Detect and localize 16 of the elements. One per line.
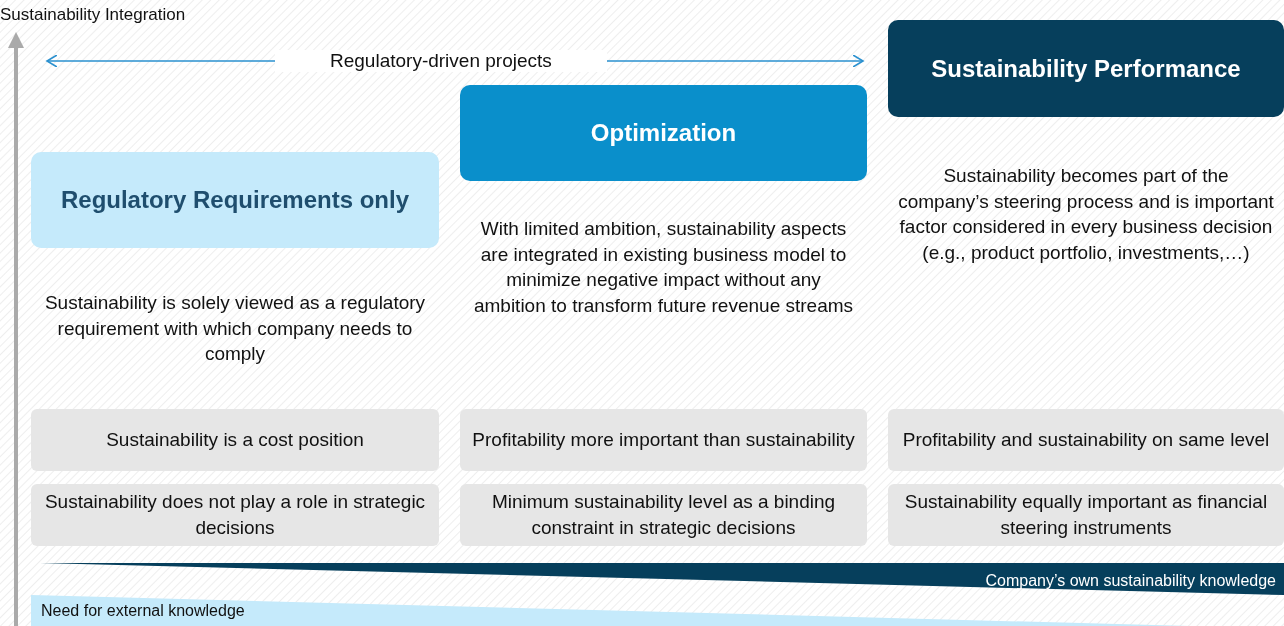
description-text: With limited ambition, sustainability aspects are integrated in existing business model to minimize negative impact without any ambition to transform future revenue streams: [472, 217, 855, 318]
stage-header-box: Regulatory Requirements only: [31, 152, 439, 248]
wedge-label: Need for external knowledge: [41, 602, 245, 620]
stage-header-box: Optimization: [460, 85, 867, 181]
characteristic-box: Profitability more important than sustainability: [460, 409, 867, 471]
stage-header-box: Sustainability Performance: [888, 20, 1284, 117]
axis-label: Sustainability Integration: [0, 5, 186, 25]
characteristic-box: Sustainability is a cost position: [31, 409, 439, 471]
characteristic-box: Profitability and sustainability on same level: [888, 409, 1284, 471]
description-text: Sustainability is solely viewed as a regulatory requirement with which company needs to comply: [43, 291, 427, 367]
characteristic-box: Sustainability equally important as financial steering instruments: [888, 484, 1284, 546]
characteristic-box: Sustainability does not play a role in strategic decisions: [31, 484, 439, 546]
description-text: Sustainability becomes part of the company’s steering process and is important factor considered in every business decision (e.g., product portfolio, investments,…): [898, 164, 1274, 265]
arrow-label: Regulatory-driven projects: [275, 50, 607, 72]
characteristic-box: Minimum sustainability level as a binding constraint in strategic decisions: [460, 484, 867, 546]
wedge-label: Company’s own sustainability knowledge: [985, 572, 1276, 590]
